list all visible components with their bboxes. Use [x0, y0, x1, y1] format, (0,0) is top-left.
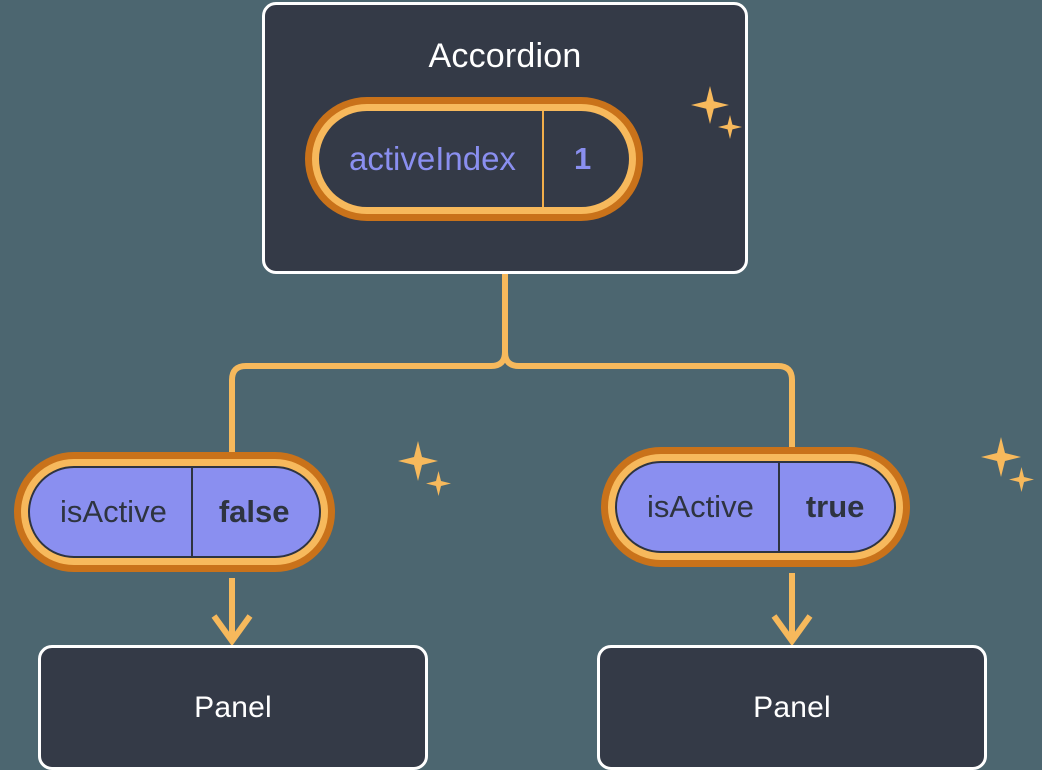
- panel-title: Panel: [753, 690, 831, 724]
- pill-outer-ring: isActive true: [601, 447, 911, 567]
- state-value-label: 1: [573, 141, 592, 176]
- pill-outer-ring: activeIndex 1: [305, 97, 644, 221]
- pill-divider: [777, 463, 780, 551]
- arrow-head-right: [771, 614, 813, 647]
- connector-branch-left: [229, 351, 508, 455]
- pill-divider: [541, 111, 544, 207]
- state-key-label: isActive: [60, 494, 167, 529]
- connector-branch-right: [502, 351, 795, 450]
- page-title: Accordion: [428, 37, 582, 75]
- state-pill-isactive-true[interactable]: isActive true: [601, 447, 911, 567]
- pill-body: activeIndex 1: [319, 111, 630, 207]
- pill-outer-ring: isActive false: [14, 452, 336, 572]
- pill-inner-ring: activeIndex 1: [312, 104, 637, 214]
- pill-divider: [190, 468, 193, 556]
- pill-body: isActive false: [28, 466, 322, 558]
- pill-body: isActive true: [615, 461, 897, 553]
- state-value-label: false: [218, 494, 290, 529]
- state-pill-activeindex[interactable]: activeIndex 1: [305, 97, 644, 221]
- state-value-label: true: [805, 489, 865, 524]
- arrow-head-left: [211, 614, 253, 647]
- pill-inner-ring: isActive true: [608, 454, 904, 560]
- state-key-label: activeIndex: [349, 140, 516, 177]
- pill-inner-ring: isActive false: [21, 459, 329, 565]
- panel-title: Panel: [194, 690, 272, 724]
- state-key-label: isActive: [647, 489, 754, 524]
- node-panel-left[interactable]: Panel: [38, 645, 428, 770]
- node-panel-right[interactable]: Panel: [597, 645, 987, 770]
- state-pill-isactive-false[interactable]: isActive false: [14, 452, 336, 572]
